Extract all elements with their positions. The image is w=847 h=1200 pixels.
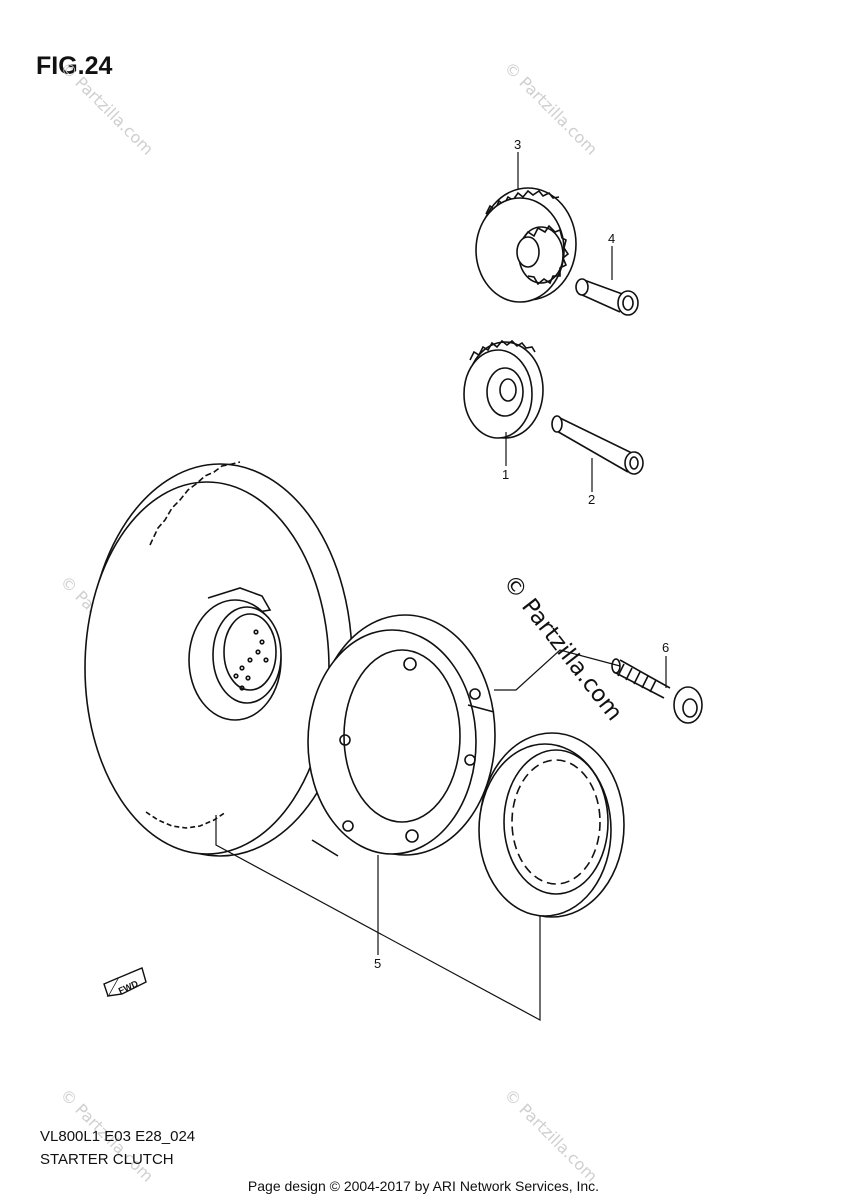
callout-4: 4	[608, 231, 615, 246]
part-2-long-pin[interactable]	[551, 415, 644, 475]
one-way-clutch[interactable]	[478, 732, 625, 918]
callout-6: 6	[662, 640, 669, 655]
callout-2: 2	[588, 492, 595, 507]
figure-title: FIG.24	[36, 52, 113, 80]
part-4-short-pin[interactable]	[575, 278, 639, 316]
section-name: STARTER CLUTCH	[40, 1151, 174, 1168]
part-3-idle-gear[interactable]	[475, 187, 577, 303]
part-1-idle-gear[interactable]	[463, 339, 544, 439]
part-5-clutch-body[interactable]	[307, 614, 496, 857]
leader-lines	[215, 152, 667, 1022]
model-code: VL800L1 E03 E28_024	[40, 1128, 196, 1145]
callout-5: 5	[374, 956, 381, 971]
fwd-arrow-icon	[103, 967, 147, 997]
callout-3: 3	[514, 137, 521, 152]
starter-driven-gear[interactable]	[84, 461, 353, 857]
footer-copyright: Page design © 2004-2017 by ARI Network S…	[247, 1178, 600, 1194]
part-6-bolt[interactable]	[611, 658, 703, 724]
callout-1: 1	[502, 467, 509, 482]
